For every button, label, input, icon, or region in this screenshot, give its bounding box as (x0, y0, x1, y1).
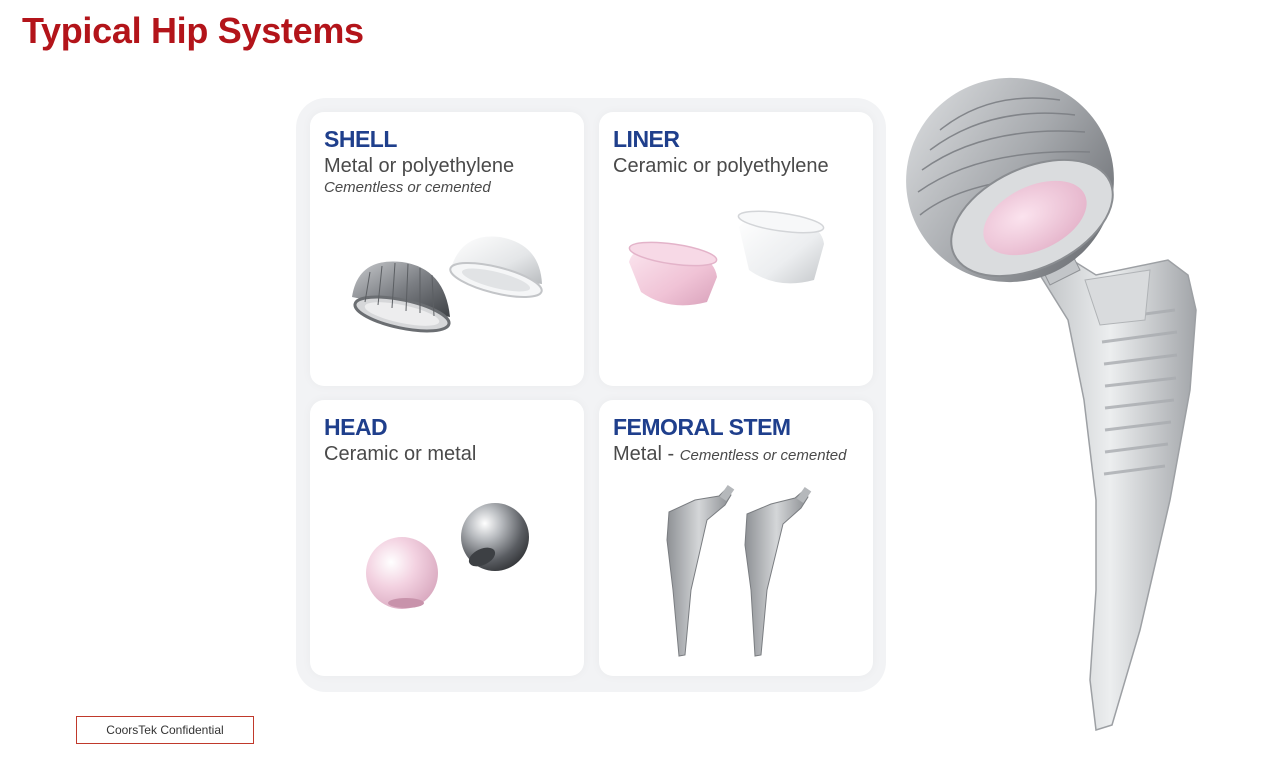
ceramic-liner-icon (628, 241, 718, 306)
liner-heading: LINER (613, 126, 680, 152)
poly-liner-icon (737, 210, 825, 284)
head-card: HEAD Ceramic or metal (310, 400, 584, 676)
assembled-hip-implant-illustration (906, 77, 1197, 731)
head-images (366, 503, 529, 609)
metal-shell-icon (352, 261, 451, 333)
shell-images (352, 236, 543, 333)
cemented-stem-icon (744, 486, 812, 657)
confidential-label: CoorsTek Confidential (76, 716, 254, 744)
shell-fixation: Cementless or cemented (324, 179, 491, 196)
poly-shell-icon (449, 236, 543, 298)
femoral-stem-card: FEMORAL STEM Metal - Cementless or cemen… (599, 400, 873, 676)
femoral-stem-heading: FEMORAL STEM (613, 414, 791, 440)
assembled-cup-icon (906, 77, 1114, 283)
shell-card: SHELL Metal or polyethylene Cementless o… (310, 112, 584, 386)
ceramic-head-icon (366, 537, 438, 609)
shell-material: Metal or polyethylene (324, 155, 515, 177)
liner-card: LINER Ceramic or polyethylene (599, 112, 873, 386)
cementless-stem-icon (666, 484, 735, 657)
liner-images (628, 210, 825, 306)
metal-head-icon (461, 503, 529, 571)
slide-title: Typical Hip Systems (22, 10, 364, 51)
stem-images (666, 484, 812, 657)
liner-material: Ceramic or polyethylene (613, 155, 829, 177)
head-material: Ceramic or metal (324, 443, 477, 465)
assembled-stem-icon (1039, 238, 1197, 731)
shell-heading: SHELL (324, 126, 397, 152)
femoral-stem-material: Metal - Cementless or cemented (613, 443, 847, 465)
head-heading: HEAD (324, 414, 388, 440)
